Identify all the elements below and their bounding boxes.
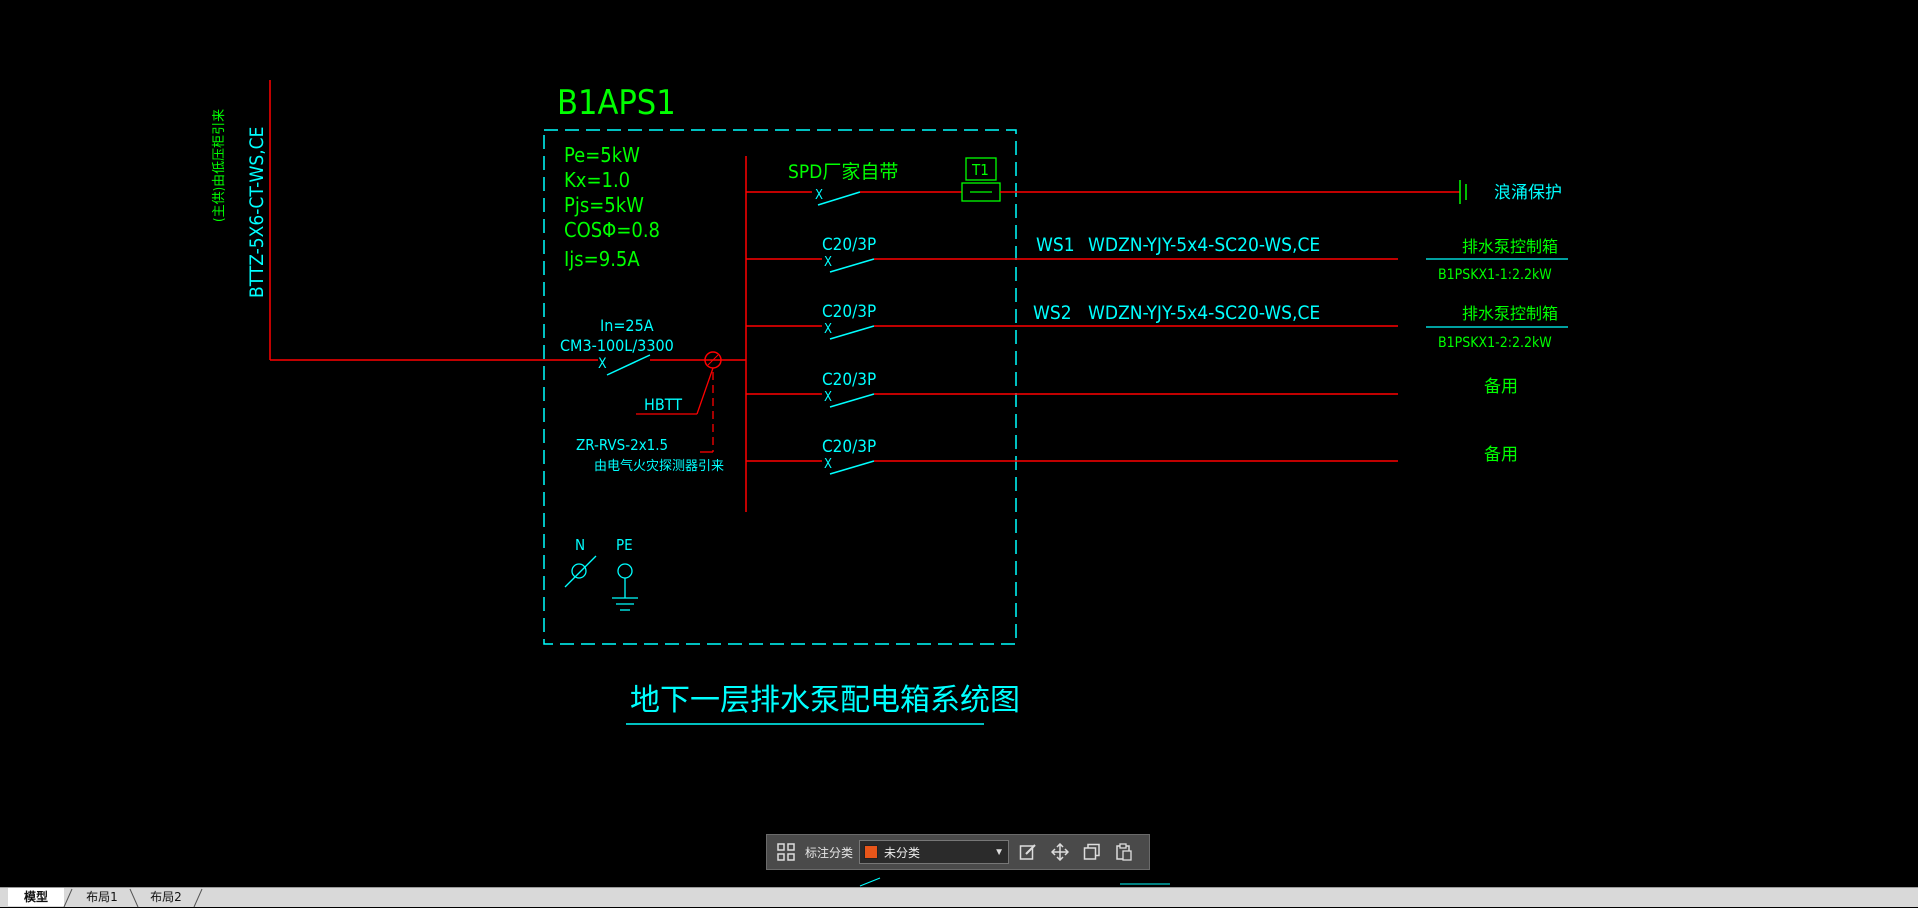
tab-separator [129, 888, 139, 908]
edit-icon[interactable] [1015, 839, 1041, 865]
c3-x-mark: X [824, 390, 832, 405]
param-ijs: Ijs=9.5A [564, 247, 640, 271]
move-icon[interactable] [1047, 839, 1073, 865]
c1-cable: WDZN-YJY-5x4-SC20-WS,CE [1088, 234, 1320, 256]
c2-id: WS2 [1033, 302, 1072, 324]
grid-icon[interactable] [773, 839, 799, 865]
main-breaker-blade [606, 354, 651, 376]
c3-load: 备用 [1484, 377, 1518, 397]
c4-blade [829, 460, 875, 475]
c3-blade [829, 393, 875, 408]
c1-load-sub: B1PSKX1-1:2.2kW [1438, 267, 1552, 283]
c4-load: 备用 [1484, 445, 1518, 465]
param-cos: COSΦ=0.8 [564, 218, 660, 242]
tab-layout1[interactable]: 布局1 [86, 890, 118, 904]
annotation-category-label: 标注分类 [805, 845, 854, 860]
drawing-canvas[interactable]: BTTZ-5X6-CT-WS,CE (主供)由低压柜引来 B1APS1 Pe=5… [0, 0, 1918, 887]
copy-icon[interactable] [1079, 839, 1105, 865]
param-pjs: Pjs=5kW [564, 193, 644, 217]
n-label: N [575, 536, 585, 554]
incoming-note-label: (主供)由低压柜引来 [212, 109, 227, 222]
c3-breaker: C20/3P [822, 370, 876, 390]
c2-load: 排水泵控制箱 [1462, 304, 1558, 323]
c1-id: WS1 [1036, 234, 1075, 256]
panel-boundary [543, 129, 1017, 645]
spd-tag: T1 [971, 161, 989, 179]
ct-leader [696, 367, 714, 415]
partial-mark-1 [859, 877, 881, 887]
layout-tab-bar: 模型 布局1 布局2 [0, 887, 1918, 908]
fire-cable-label: ZR-RVS-2x1.5 [576, 436, 668, 454]
c2-x-mark: X [824, 322, 832, 337]
paste-icon[interactable] [1111, 839, 1137, 865]
n-terminal-slash [564, 555, 597, 588]
spd-blade [817, 191, 861, 206]
c1-blade [829, 258, 875, 273]
annotation-category-select[interactable]: 未分类 ▼ [859, 840, 1010, 864]
spd-tag-box [965, 157, 997, 181]
annotation-toolbar: 标注分类 未分类 ▼ [766, 834, 1150, 870]
fire-note-label: 由电气火灾探测器引来 [594, 458, 724, 474]
ct-label: HBTT [644, 395, 682, 414]
tab-separator [63, 888, 73, 908]
tab-layout2[interactable]: 布局2 [150, 890, 182, 904]
param-pe: Pe=5kW [564, 143, 640, 167]
tab-model[interactable]: 模型 [8, 888, 64, 906]
n-terminal [571, 563, 587, 579]
c4-breaker: C20/3P [822, 437, 876, 457]
spd-x-mark: X [815, 188, 823, 203]
main-breaker-x-mark: X [598, 356, 607, 372]
main-breaker-rating: In=25A [600, 316, 654, 335]
ct-slash [707, 354, 719, 366]
c2-load-sub: B1PSKX1-2:2.2kW [1438, 335, 1552, 351]
c2-blade [829, 325, 875, 340]
tab-separator [193, 888, 203, 908]
c2-cable: WDZN-YJY-5x4-SC20-WS,CE [1088, 302, 1320, 324]
c1-x-mark: X [824, 255, 832, 270]
category-color-swatch [864, 845, 879, 859]
incoming-cable-label: BTTZ-5X6-CT-WS,CE [246, 127, 268, 298]
spd-label: SPD厂家自带 [788, 161, 898, 183]
panel-name: B1APS1 [557, 83, 676, 123]
c1-load: 排水泵控制箱 [1462, 237, 1558, 256]
chevron-down-icon: ▼ [994, 846, 1005, 858]
drawing-title: 地下一层排水泵配电箱系统图 [630, 683, 1020, 718]
c1-breaker: C20/3P [822, 235, 876, 255]
pe-label: PE [616, 536, 633, 554]
main-breaker-model: CM3-100L/3300 [560, 336, 674, 355]
param-kx: Kx=1.0 [564, 168, 630, 192]
annotation-category-value: 未分类 [884, 845, 921, 860]
c4-x-mark: X [824, 457, 832, 472]
pe-terminal [617, 563, 633, 579]
c2-breaker: C20/3P [822, 302, 876, 322]
surge-label: 浪涌保护 [1494, 183, 1562, 203]
schematic-svg: BTTZ-5X6-CT-WS,CE (主供)由低压柜引来 B1APS1 Pe=5… [212, 80, 1568, 887]
